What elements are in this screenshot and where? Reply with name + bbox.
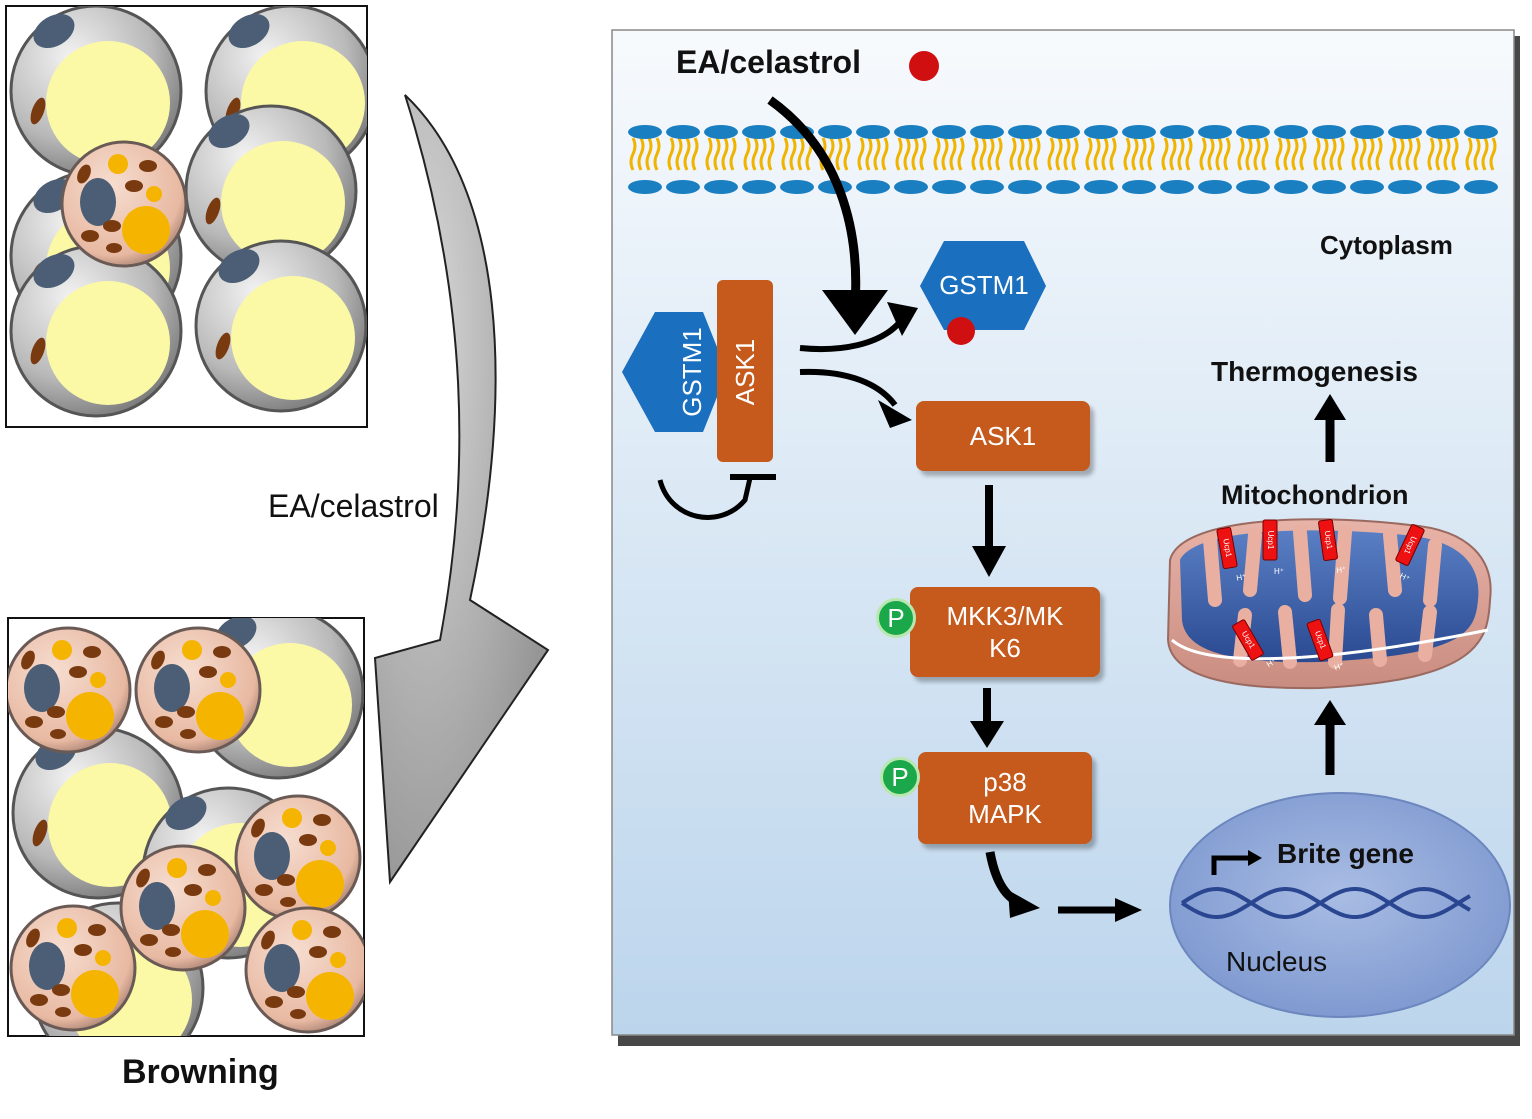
white-adipocyte-cluster <box>5 5 368 428</box>
bound-gstm1-label: GSTM1 <box>939 270 1029 300</box>
thermogenesis-label: Thermogenesis <box>1211 356 1418 387</box>
mkk3-mkk6-box: MKK3/MK K6 <box>910 587 1100 677</box>
dna-helix <box>1180 886 1471 920</box>
promoter-arrow-icon <box>1211 855 1250 875</box>
complex-gstm1-label: GSTM1 <box>677 327 707 417</box>
ucp1-label: Ucp1 <box>1221 538 1233 558</box>
ucp1-label: Ucp1 <box>1266 531 1275 550</box>
gstm1-ask1-complex <box>622 280 773 462</box>
bound-gstm1 <box>920 241 1046 330</box>
proton-label: H⁺ <box>1274 567 1284 576</box>
ucp1-label: Ucp1 <box>1323 530 1335 550</box>
mitochondrion-label: Mitochondrion <box>1221 480 1409 510</box>
phospho-badge-p38: P <box>880 757 920 797</box>
compound-entry-arrow <box>767 96 861 306</box>
cytoplasm-label: Cytoplasm <box>1320 230 1453 260</box>
nucleus-label: Nucleus <box>1226 946 1328 977</box>
complex-ask1-label: ASK1 <box>730 339 760 406</box>
compound-dot <box>909 51 939 81</box>
cell-illustrations <box>5 5 550 1037</box>
phospho-badge-mkk: P <box>876 598 916 638</box>
ask1-box: ASK1 <box>916 401 1090 471</box>
proton-label: H⁺ <box>1333 661 1345 673</box>
compound-label: EA/celastrol <box>676 44 861 80</box>
inhibition-loop <box>657 477 753 520</box>
proton-label: H⁺ <box>1236 572 1247 583</box>
browning-arrow <box>373 94 550 885</box>
cell-membrane <box>628 125 1498 194</box>
proton-label: H⁺ <box>1398 571 1411 583</box>
browning-label: Browning <box>122 1053 279 1091</box>
brown-adipocyte-cluster <box>7 617 365 1037</box>
proton-label: H⁺ <box>1336 565 1347 575</box>
nucleus <box>1169 792 1511 1018</box>
proton-label: H⁺ <box>1265 656 1278 669</box>
p38-mapk-box: p38 MAPK <box>918 752 1092 844</box>
brite-gene-label: Brite gene <box>1277 838 1414 869</box>
treatment-label: EA/celastrol <box>268 488 439 524</box>
